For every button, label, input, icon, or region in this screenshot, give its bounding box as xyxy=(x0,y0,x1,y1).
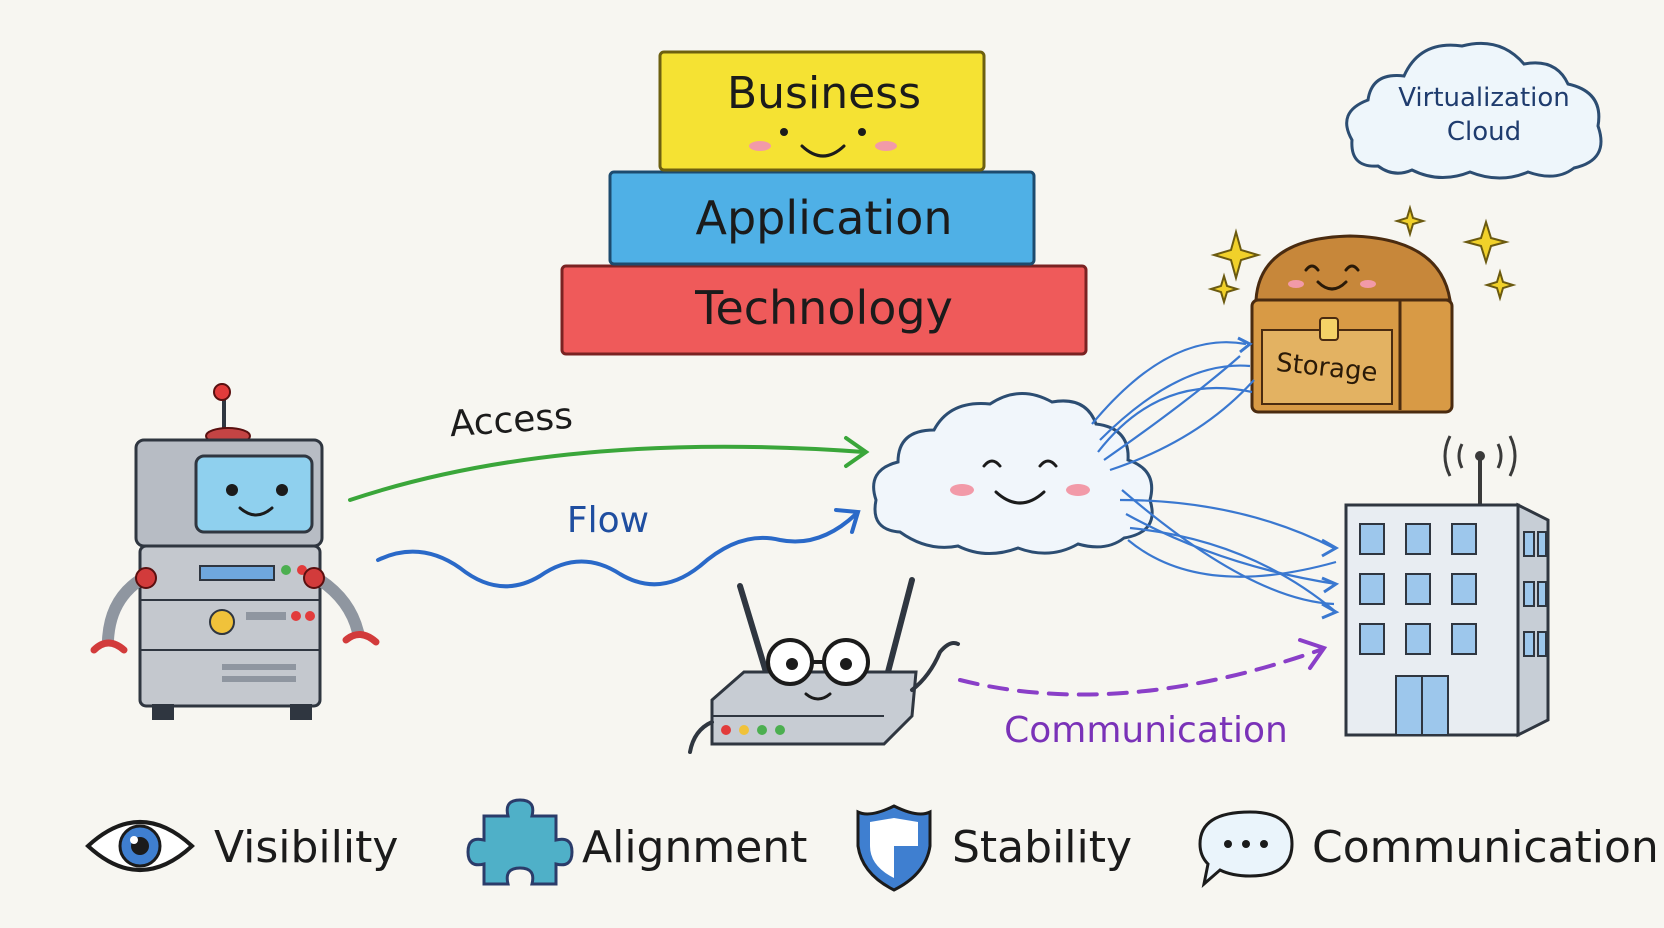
shield-icon xyxy=(856,804,932,892)
office-building-icon xyxy=(1344,435,1550,738)
legend: Visibility Alignment Stability Communica… xyxy=(85,798,1659,892)
virtualization-cloud: Virtualization Cloud xyxy=(1345,41,1603,180)
legend-item-alignment: Alignment xyxy=(466,798,807,886)
connection-lines xyxy=(1091,336,1340,620)
access-arrow: Access xyxy=(348,396,870,502)
sparkle-icon xyxy=(1462,218,1510,266)
puzzle-icon xyxy=(466,798,574,886)
speech-bubble-icon xyxy=(1198,810,1294,889)
layer-technology-label: Technology xyxy=(694,281,953,335)
chest-face-icon xyxy=(1288,264,1376,291)
legend-item-visibility: Visibility xyxy=(85,820,398,873)
virtualization-cloud-line1: Virtualization xyxy=(1398,83,1570,113)
layer-business: Business xyxy=(658,50,986,172)
communication-arrow: Communication xyxy=(958,638,1328,751)
sparkle-icon xyxy=(1393,204,1427,238)
sparkle-icon xyxy=(1483,268,1517,302)
sparkles xyxy=(1207,204,1517,306)
legend-visibility-label: Visibility xyxy=(214,822,398,873)
cloud-outline-icon xyxy=(1345,41,1603,180)
smile-face-icon xyxy=(749,128,897,158)
layer-application: Application xyxy=(608,170,1036,266)
layer-application-label: Application xyxy=(695,191,952,245)
flow-arrow: Flow xyxy=(376,500,861,589)
legend-communication-label: Communication xyxy=(1312,822,1659,873)
router-icon xyxy=(688,577,960,754)
treasure-chest-icon: Storage xyxy=(1250,234,1454,414)
communication-arrow-label: Communication xyxy=(1004,710,1288,751)
virtualization-cloud-line2: Cloud xyxy=(1447,117,1521,147)
legend-stability-label: Stability xyxy=(952,822,1132,873)
sparkle-icon xyxy=(1207,272,1241,306)
sparkle-icon xyxy=(1210,228,1262,282)
access-label: Access xyxy=(448,396,574,445)
eye-icon xyxy=(85,820,195,872)
robot-server-icon xyxy=(90,383,380,720)
smiling-cloud-icon xyxy=(872,392,1154,555)
legend-alignment-label: Alignment xyxy=(582,822,807,873)
legend-item-stability: Stability xyxy=(856,804,1132,892)
legend-item-communication: Communication xyxy=(1198,810,1659,889)
layer-business-label: Business xyxy=(727,68,921,119)
layer-stack: Technology Application Business xyxy=(560,50,1088,356)
layer-technology: Technology xyxy=(560,264,1088,356)
flow-label: Flow xyxy=(567,500,649,541)
